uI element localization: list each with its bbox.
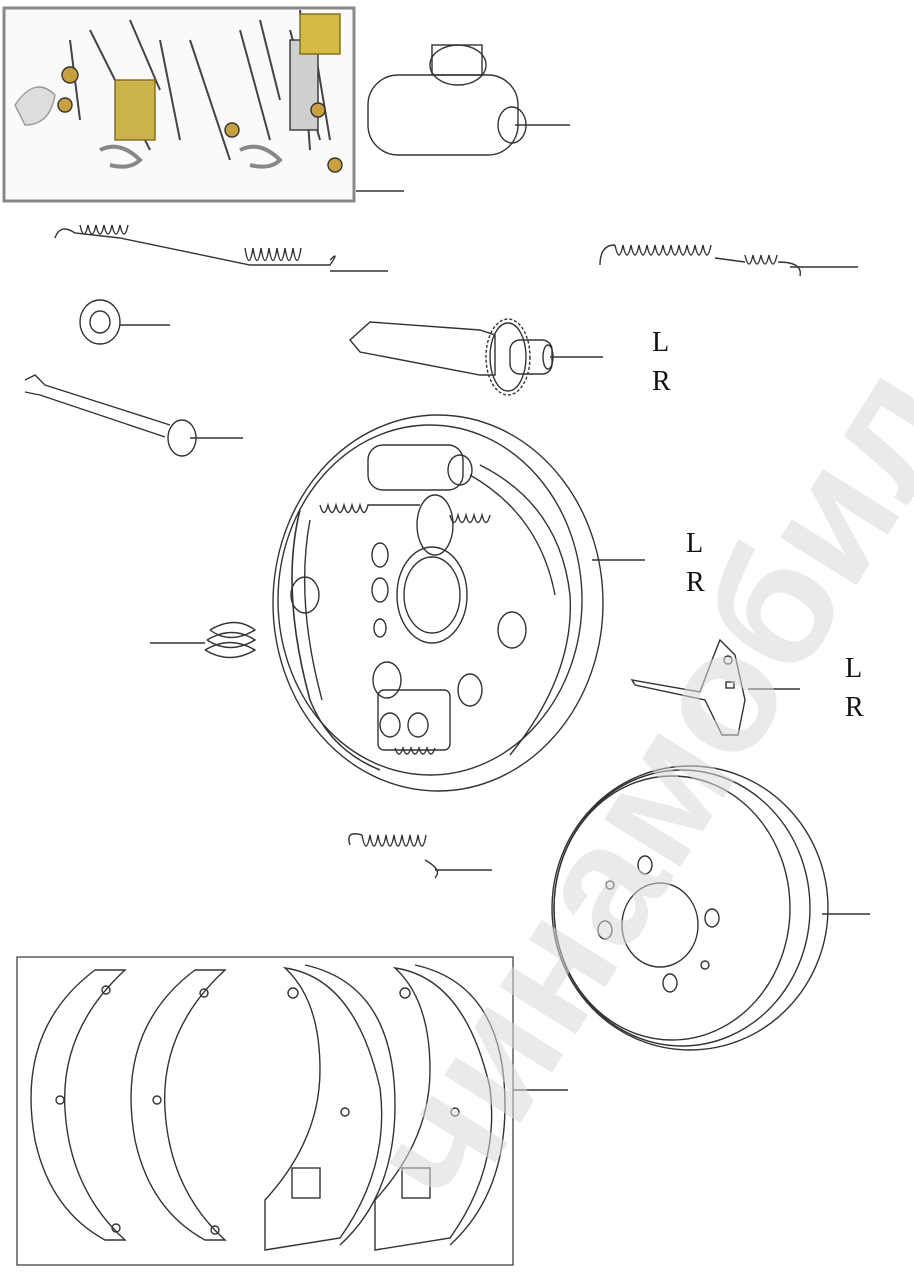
repair-kit-photo (2, 6, 356, 203)
lever-left-label: L (845, 653, 863, 684)
spring-retainer-cup (79, 299, 121, 345)
backing-plate-left-label: L (686, 528, 704, 559)
adjuster-right-label: R (652, 366, 671, 397)
brake-shoe-4 (374, 964, 506, 1251)
lever-right-label: R (845, 692, 864, 723)
parking-brake-lever (630, 638, 746, 736)
adjuster-assembly (349, 318, 554, 396)
upper-return-spring (54, 224, 336, 266)
brake-backing-plate-assembly (272, 414, 604, 792)
brake-drum (551, 765, 829, 1051)
lower-return-spring (348, 833, 439, 879)
brake-shoe-2 (130, 969, 227, 1241)
adjuster-left-label: L (652, 327, 670, 358)
brake-shoe-3 (264, 964, 396, 1251)
backing-plate-right-label: R (686, 567, 705, 598)
wheel-cylinder (367, 44, 527, 156)
hold-down-pin (24, 374, 197, 457)
hold-down-spring (204, 621, 257, 659)
brake-shoes-set (16, 956, 514, 1266)
adjuster-spring (599, 244, 802, 277)
brake-shoe-1 (30, 969, 127, 1241)
